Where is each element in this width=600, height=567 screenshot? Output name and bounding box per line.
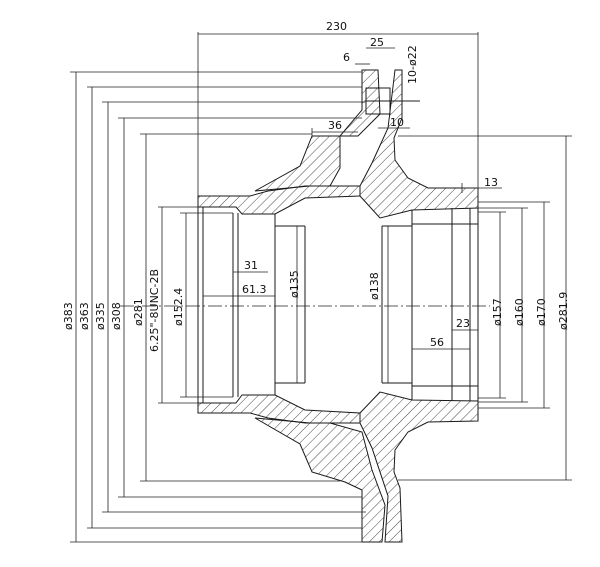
dim-281-9-label: ø281.9 [557, 292, 570, 330]
lower-left-wall [197, 394, 361, 424]
dim-10-label: 10 [390, 116, 404, 129]
dim-56: 56 [412, 336, 470, 350]
dim-25-label: 25 [370, 36, 384, 49]
dim-308-label: ø308 [110, 302, 123, 330]
dim-335-label: ø335 [94, 302, 107, 330]
dim-308: ø308 [110, 117, 362, 498]
dim-170-label: ø170 [535, 298, 548, 326]
dim-383-label: ø383 [62, 302, 75, 330]
dim-6: 6 [343, 51, 370, 65]
lower-web [254, 417, 386, 543]
thread-label: 6.25"-8UNC-2B [148, 269, 161, 352]
right-bore-inserts [381, 188, 479, 421]
dim-160-label: ø160 [513, 298, 526, 326]
dim-13-label: 13 [484, 176, 498, 189]
dim-25: 25 [366, 36, 395, 49]
dim-23-label: 23 [456, 317, 470, 330]
dim-281-label: ø281 [132, 298, 145, 326]
left-bore-inserts [197, 207, 306, 403]
dim-holes-label: 10-ø22 [406, 45, 419, 84]
dim-152-4-label: ø152.4 [172, 288, 185, 326]
dim-23: 23 [452, 317, 478, 331]
dim-31-label: 31 [244, 259, 258, 272]
dim-170: ø170 [478, 201, 550, 409]
dim-363-label: ø363 [78, 302, 91, 330]
dim-61-3: 61.3 [203, 283, 275, 297]
dim-138-label: ø138 [368, 272, 381, 300]
dim-135: ø135 [288, 226, 301, 383]
dim-36: 36 [311, 119, 358, 138]
upper-rim [359, 69, 479, 219]
dim-383: ø383 [62, 71, 362, 543]
dim-152-4: ø152.4 [172, 212, 233, 398]
dim-157: ø157 [478, 211, 506, 399]
dim-230-label: 230 [326, 20, 347, 33]
dim-6-label: 6 [343, 51, 350, 64]
dim-281-9: ø281.9 [398, 135, 572, 481]
dim-160: ø160 [478, 207, 528, 403]
dim-10-holes: 10-ø22 [395, 45, 420, 102]
dim-thread: 6.25"-8UNC-2B [148, 206, 198, 404]
hub-section [197, 69, 479, 543]
dim-10: 10 [378, 116, 410, 129]
dim-138: ø138 [368, 226, 389, 383]
dim-335: ø335 [94, 101, 366, 513]
dim-13: 13 [461, 176, 502, 193]
dim-230: 230 [197, 20, 479, 196]
dim-56-label: 56 [430, 336, 444, 349]
upper-left-wall [197, 185, 361, 215]
dim-31: 31 [233, 259, 268, 273]
dim-157-label: ø157 [491, 298, 504, 326]
lower-rim [359, 391, 479, 543]
dim-61-3-label: 61.3 [242, 283, 267, 296]
dim-36-label: 36 [328, 119, 342, 132]
upper-web-flange [254, 69, 381, 192]
dim-363: ø363 [78, 86, 362, 529]
dim-135-label: ø135 [288, 270, 301, 298]
dim-281: ø281 [132, 133, 340, 482]
